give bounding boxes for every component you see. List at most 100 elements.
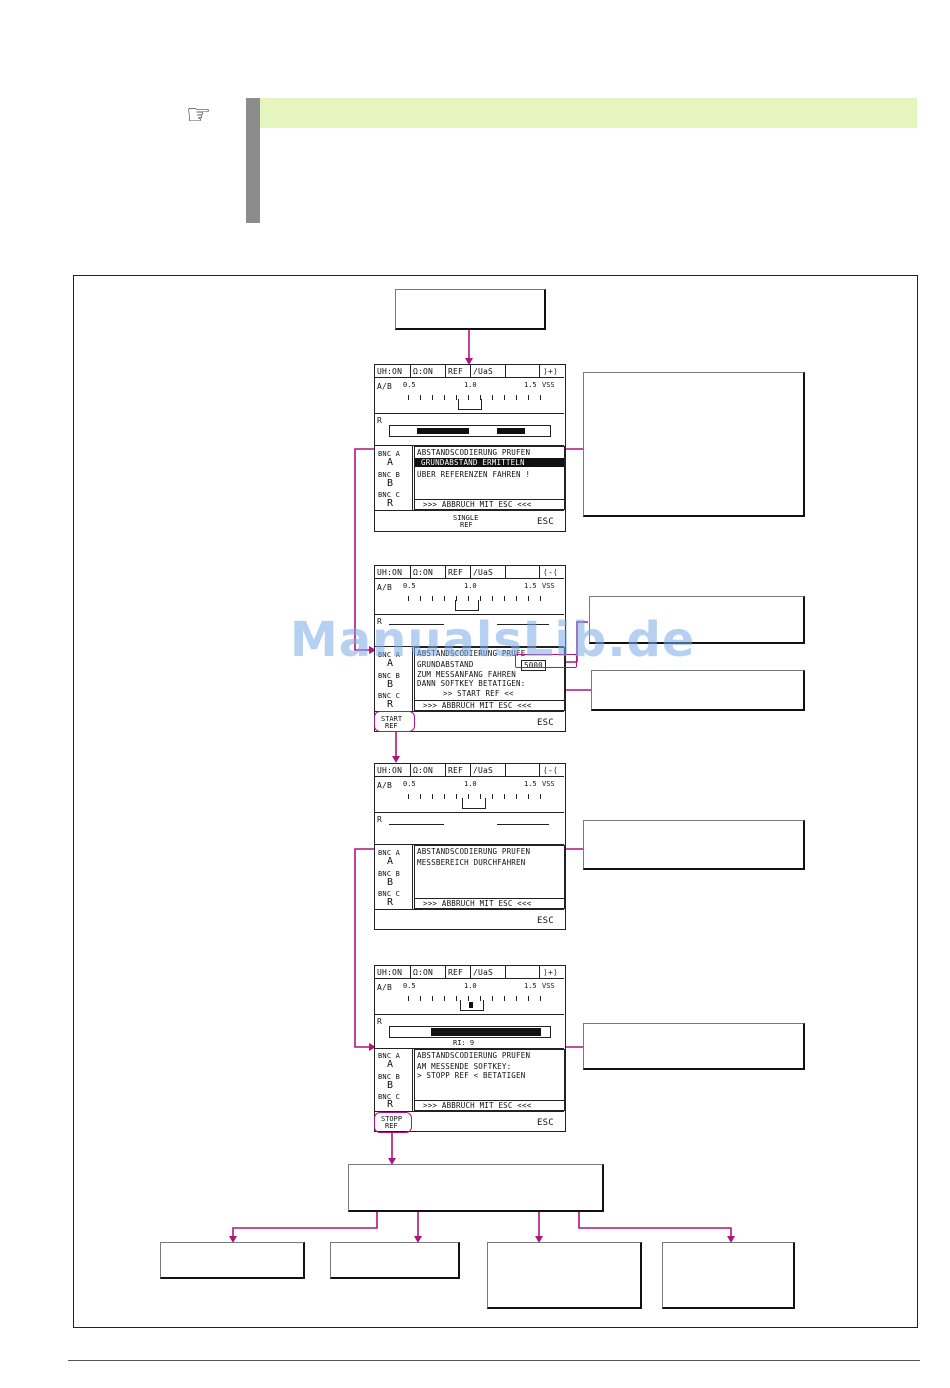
tab-direction: ⟨-⟨ bbox=[543, 568, 559, 577]
start-ref-highlight bbox=[374, 711, 415, 732]
scale-15: 1.5 bbox=[524, 982, 537, 990]
abort-footer: >>> ABBRUCH MIT ESC <<< bbox=[423, 500, 532, 509]
esc-softkey[interactable]: ESC bbox=[537, 517, 554, 527]
bnc-b-value: B bbox=[387, 679, 394, 690]
r-label: R bbox=[377, 617, 383, 626]
message-line-4: >> START REF << bbox=[443, 689, 514, 698]
scale-10: 1.0 bbox=[464, 381, 477, 389]
tab-uh: UH:ON bbox=[377, 568, 403, 577]
message-panel: ABSTANDSCODIERUNG PRUFEN AM MESSENDE SOF… bbox=[414, 1049, 565, 1111]
tab-ohm: Ω:ON bbox=[413, 968, 434, 977]
scale-15: 1.5 bbox=[524, 780, 537, 788]
bnc-a-label: BNC A bbox=[378, 1052, 401, 1060]
message-line-1: AM MESSENDE SOFTKEY: bbox=[417, 1062, 512, 1071]
bnc-c-label: BNC C bbox=[378, 692, 401, 700]
abort-footer: >>> ABBRUCH MIT ESC <<< bbox=[423, 899, 532, 908]
softkey-ref-label[interactable]: REF bbox=[385, 722, 398, 730]
outcome-box-1 bbox=[160, 1242, 305, 1279]
tab-ohm: Ω:ON bbox=[413, 568, 434, 577]
message-highlight: GRUNDABSTAND ERMITTELN bbox=[415, 458, 564, 467]
bnc-b-label: BNC B bbox=[378, 1073, 401, 1081]
tab-uh: UH:ON bbox=[377, 367, 403, 376]
esc-softkey[interactable]: ESC bbox=[537, 916, 554, 926]
scale-unit: VSS bbox=[542, 982, 555, 990]
screen-2: UH:ON Ω:ON REF /UaS ⟨-⟨ A/B 0.5 1.0 1.5 … bbox=[374, 565, 566, 732]
message-title: ABSTANDSCODIERUNG PRUFE bbox=[417, 649, 526, 658]
tab-direction: ⟩+⟩ bbox=[543, 968, 559, 977]
message-panel: ABSTANDSCODIERUNG PRUFE GRUNDABSTAND 500… bbox=[414, 647, 565, 711]
bnc-c-value: R bbox=[387, 897, 394, 908]
scale-15: 1.5 bbox=[524, 582, 537, 590]
start-box bbox=[395, 289, 546, 330]
bnc-a-value: A bbox=[387, 1059, 394, 1070]
tab-uas: /UaS bbox=[473, 766, 494, 775]
outcome-box-3 bbox=[487, 1242, 642, 1309]
tab-uh: UH:ON bbox=[377, 968, 403, 977]
softkey-ref-label[interactable]: REF bbox=[385, 1122, 398, 1130]
message-line-2: ZUM MESSANFANG FAHREN bbox=[417, 670, 517, 679]
message-line: MESSBEREICH DURCHFAHREN bbox=[417, 858, 526, 867]
description-box-2 bbox=[589, 596, 805, 644]
stopp-ref-highlight bbox=[374, 1112, 412, 1133]
bnc-a-value: A bbox=[387, 658, 394, 669]
bnc-a-label: BNC A bbox=[378, 450, 401, 458]
outcome-box-2 bbox=[330, 1242, 460, 1279]
bnc-c-label: BNC C bbox=[378, 491, 401, 499]
bnc-a-label: BNC A bbox=[378, 651, 401, 659]
tab-uas: /UaS bbox=[473, 367, 494, 376]
message-line-2: > STOPP REF < BETATIGEN bbox=[417, 1071, 526, 1080]
screen-4: UH:ON Ω:ON REF /UaS ⟩+⟩ A/B 0.5 1.0 1.5 … bbox=[374, 965, 566, 1132]
tab-ohm: Ω:ON bbox=[413, 766, 434, 775]
note-header-band bbox=[260, 98, 917, 128]
bnc-c-label: BNC C bbox=[378, 1093, 401, 1101]
message-line: UBER REFERENZEN FAHREN ! bbox=[417, 470, 531, 479]
scale-05: 0.5 bbox=[403, 982, 416, 990]
scale-10: 1.0 bbox=[464, 582, 477, 590]
bnc-b-label: BNC B bbox=[378, 471, 401, 479]
softkey-ref-label[interactable]: REF bbox=[460, 521, 473, 529]
screen-1: UH:ON Ω:ON REF /UaS ⟩+⟩ A/B 0.5 1.0 1.5 … bbox=[374, 364, 566, 532]
abort-footer: >>> ABBRUCH MIT ESC <<< bbox=[423, 1101, 532, 1110]
esc-softkey[interactable]: ESC bbox=[537, 718, 554, 728]
softkey-start-label[interactable]: START bbox=[381, 715, 403, 723]
scale-05: 0.5 bbox=[403, 381, 416, 389]
r-label: R bbox=[377, 1017, 383, 1026]
scale-15: 1.5 bbox=[524, 381, 537, 389]
scale-unit: VSS bbox=[542, 780, 555, 788]
ab-label: A/B bbox=[377, 983, 393, 992]
bnc-c-value: R bbox=[387, 699, 394, 710]
scale-unit: VSS bbox=[542, 582, 555, 590]
r-label: R bbox=[377, 416, 383, 425]
tab-uas: /UaS bbox=[473, 568, 494, 577]
softkey-single-label[interactable]: SINGLE bbox=[453, 514, 479, 522]
tab-ref: REF bbox=[448, 568, 464, 577]
bnc-b-label: BNC B bbox=[378, 672, 401, 680]
bnc-c-value: R bbox=[387, 498, 394, 509]
ab-label: A/B bbox=[377, 382, 393, 391]
tab-ref: REF bbox=[448, 367, 464, 376]
ri-counter: RI: 9 bbox=[453, 1039, 475, 1047]
bnc-b-value: B bbox=[387, 877, 394, 888]
tab-uh: UH:ON bbox=[377, 766, 403, 775]
screen-3: UH:ON Ω:ON REF /UaS ⟨-⟨ A/B 0.5 1.0 1.5 … bbox=[374, 763, 566, 930]
result-box bbox=[348, 1164, 604, 1212]
tab-uas: /UaS bbox=[473, 968, 494, 977]
description-box-3 bbox=[591, 670, 805, 711]
bnc-a-value: A bbox=[387, 856, 394, 867]
message-line-1: GRUNDABSTAND bbox=[417, 660, 474, 669]
ab-label: A/B bbox=[377, 781, 393, 790]
message-title: ABSTANDSCODIERUNG PRUFEN bbox=[417, 847, 531, 856]
r-label: R bbox=[377, 815, 383, 824]
description-box-1 bbox=[583, 372, 805, 517]
message-panel: ABSTANDSCODIERUNG PRUFEN GRUNDABSTAND ER… bbox=[414, 446, 565, 510]
message-panel: ABSTANDSCODIERUNG PRUFEN MESSBEREICH DUR… bbox=[414, 845, 565, 909]
esc-softkey[interactable]: ESC bbox=[537, 1118, 554, 1128]
distance-value: 5000 bbox=[521, 660, 546, 671]
bnc-a-label: BNC A bbox=[378, 849, 401, 857]
description-box-5 bbox=[583, 1023, 805, 1070]
outcome-box-4 bbox=[662, 1242, 795, 1309]
bnc-b-value: B bbox=[387, 478, 394, 489]
softkey-stopp-label[interactable]: STOPP bbox=[381, 1115, 403, 1123]
value-highlight bbox=[515, 654, 577, 668]
